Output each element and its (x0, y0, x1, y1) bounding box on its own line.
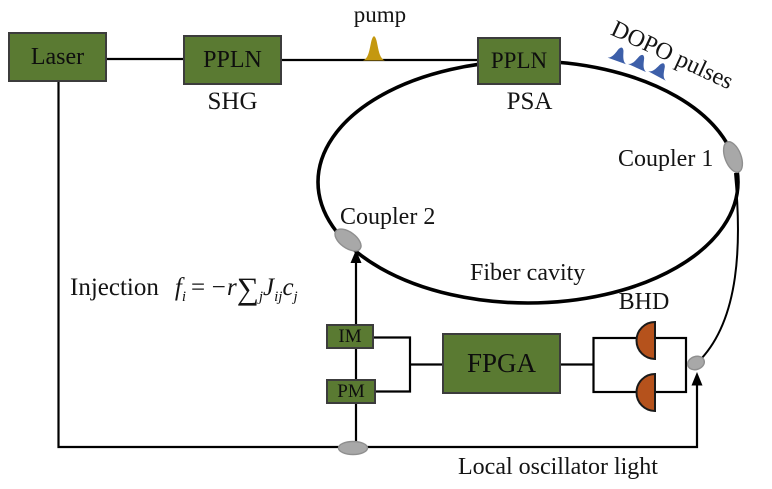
photodetector-top-icon (635, 320, 656, 361)
lo-tap-coupler-icon (337, 440, 369, 456)
coupler2-label: Coupler 2 (340, 204, 436, 230)
ppln-psa-box: PPLN (477, 37, 561, 85)
ppln-shg-box: PPLN (183, 35, 282, 85)
formula-equals: = (190, 274, 206, 301)
pump-label: pump (353, 2, 407, 27)
im-label: IM (338, 325, 362, 347)
formula-sub-i: i (181, 289, 186, 305)
formula-sub-j: j (258, 289, 263, 305)
formula-c: c (282, 274, 294, 301)
local-oscillator-line (57, 82, 699, 449)
coupler2-icon (334, 228, 362, 252)
ppln-shg-label: PPLN (203, 46, 262, 73)
lo-arrowhead-icon (691, 372, 703, 386)
formula-sub-j2: j (293, 289, 298, 305)
coupler1-to-bhd-line (700, 172, 739, 360)
laser-box: Laser (8, 32, 107, 82)
dopo-pulse-icons (607, 47, 666, 81)
pump-pulse-icon (363, 36, 385, 61)
dopo-pulse-icon (607, 47, 627, 65)
formula-sigma: ∑ (236, 271, 259, 306)
photodetector-bottom-icon (635, 372, 656, 413)
fiber-cavity-label: Fiber cavity (470, 260, 586, 286)
fpga-box: FPGA (442, 333, 561, 394)
laser-label: Laser (30, 43, 85, 70)
formula-sub-ij: ij (274, 289, 283, 305)
modulator-bracket-line (374, 336, 412, 393)
bhd-label: BHD (618, 289, 670, 315)
ppln-psa-label: PPLN (490, 48, 548, 73)
injection-formula-prefix: Injection (70, 274, 159, 301)
local-oscillator-label: Local oscillator light (458, 454, 658, 480)
coupler1-label: Coupler 1 (618, 146, 714, 172)
intensity-modulator-box: IM (326, 324, 374, 349)
shg-caption: SHG (207, 88, 258, 115)
dopo-pulse-icon (648, 63, 666, 81)
formula-J: J (262, 274, 275, 301)
psa-caption: PSA (506, 88, 553, 115)
phase-modulator-box: PM (326, 379, 376, 404)
formula-f: f (174, 274, 182, 301)
bhd-tap-coupler-icon (686, 355, 706, 371)
coupler1-icon (722, 141, 744, 173)
pm-label: PM (337, 380, 365, 402)
injection-arrowhead-icon (350, 250, 362, 263)
fpga-label: FPGA (466, 348, 537, 378)
dopo-pulse-icon (627, 54, 647, 73)
formula-minus-r: −r (210, 274, 237, 301)
